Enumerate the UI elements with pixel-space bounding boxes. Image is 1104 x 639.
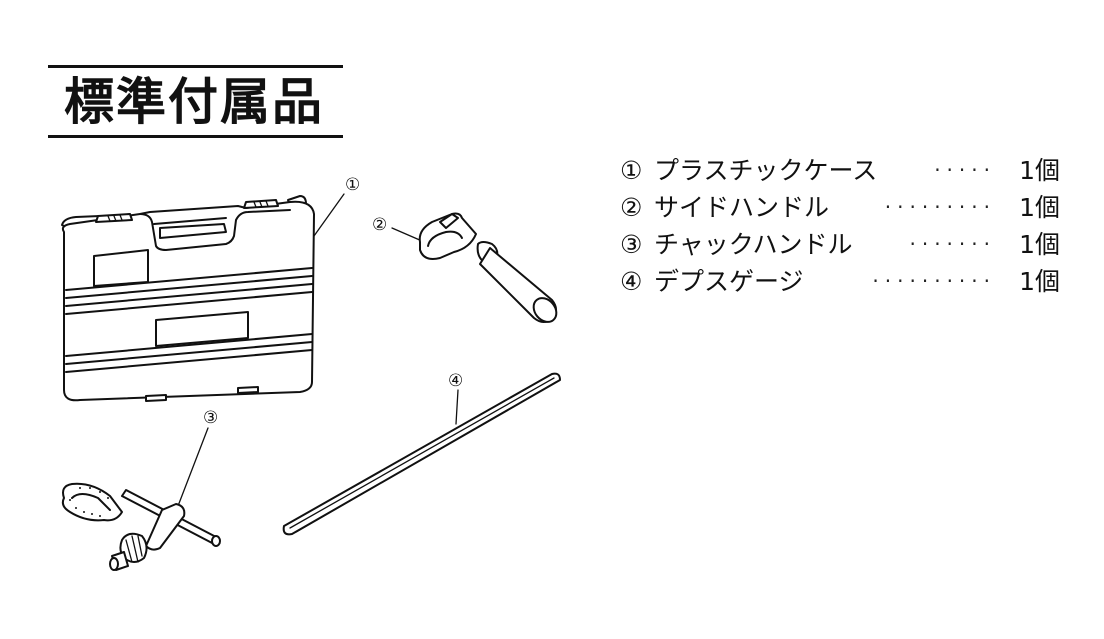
- title-bottom-rule: [48, 135, 343, 138]
- part-quantity: 1個: [1019, 267, 1060, 296]
- list-item: ① プラスチックケース ····· 1個: [620, 152, 1060, 189]
- dot-leader: ·········: [884, 195, 996, 219]
- part-name: チャックハンドル: [654, 230, 853, 259]
- part-number: ①: [620, 156, 643, 185]
- parts-list: ① プラスチックケース ····· 1個 ② サイドハンドル ·········…: [620, 152, 1060, 300]
- part-name: プラスチックケース: [654, 156, 878, 185]
- list-item: ③ チャックハンドル ······· 1個: [620, 226, 1060, 263]
- list-item: ④ デプスゲージ ·········· 1個: [620, 263, 1060, 300]
- part-quantity: 1個: [1019, 156, 1060, 185]
- part-name: サイドハンドル: [654, 193, 830, 222]
- callout-depth-gauge: ④: [448, 371, 464, 391]
- dot-leader: ··········: [872, 269, 996, 293]
- callout-chuck-handle: ③: [203, 408, 219, 428]
- part-number: ②: [620, 193, 643, 222]
- part-quantity: 1個: [1019, 230, 1060, 259]
- part-number: ③: [620, 230, 643, 259]
- plastic-case-drawing: [61, 193, 345, 402]
- title-top-rule: [48, 65, 343, 68]
- callout-side-handle: ②: [372, 215, 388, 235]
- part-name: デプスゲージ: [654, 267, 804, 296]
- list-item: ② サイドハンドル ········· 1個: [620, 189, 1060, 226]
- callout-case: ①: [345, 175, 361, 195]
- page-title: 標準付属品: [64, 73, 324, 131]
- depth-gauge-drawing: [282, 372, 561, 536]
- side-handle-drawing: [391, 212, 558, 323]
- title-block: 標準付属品: [48, 65, 343, 138]
- dot-leader: ·····: [934, 158, 996, 182]
- part-quantity: 1個: [1019, 193, 1060, 222]
- chuck-handle-drawing: [61, 427, 221, 571]
- dot-leader: ·······: [909, 232, 996, 256]
- part-number: ④: [620, 267, 643, 296]
